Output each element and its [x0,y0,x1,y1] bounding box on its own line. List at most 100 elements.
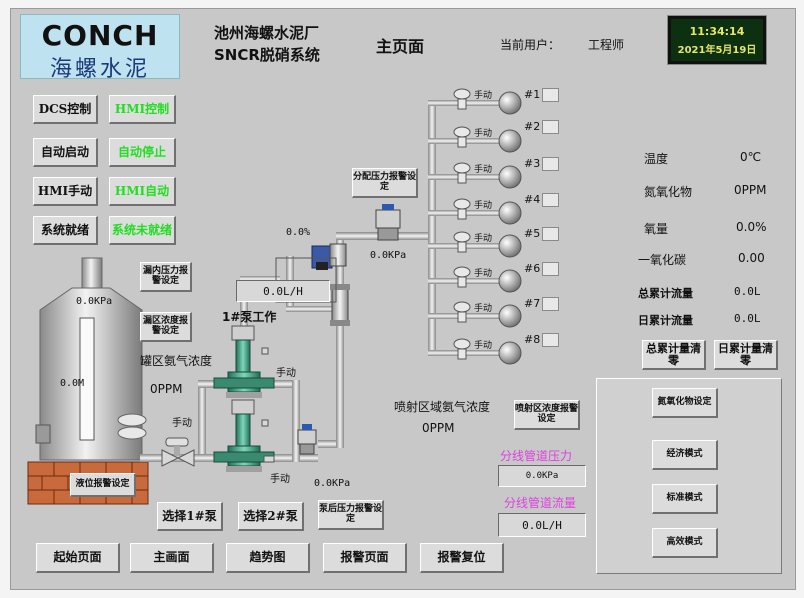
high-efficiency-mode-button[interactable]: 高效模式 [652,528,718,558]
nav-alarm-reset-button[interactable]: 报警复位 [420,543,504,573]
branch-label-4: #4 [524,193,541,206]
tank-nozzle [117,413,147,427]
branch-manual-7: 手动 [474,304,493,314]
branch-label-8: #8 [524,333,541,346]
branch-label-7: #7 [524,297,541,310]
branch-indicator-8 [542,333,559,347]
temperature-label: 温度 [644,152,669,166]
co-value: 0.00 [738,251,765,265]
line-pressure-label: 分线管道压力 [500,449,573,463]
branch-indicator-5 [542,227,559,241]
tank-level-window [79,317,95,441]
total-flow-value: 0.0L [734,285,761,298]
branch-indicator-6 [542,262,559,276]
co-label: 一氧化碳 [638,253,687,267]
logo-subtext: 海螺水泥 [49,57,150,82]
distribution-pressure-alarm-button[interactable]: 分配压力报警设定 [352,168,418,198]
nav-alarm-page-button[interactable]: 报警页面 [323,543,407,573]
hmi-auto-button[interactable]: HMI自动 [109,177,176,206]
branch-manual-5: 手动 [474,234,493,244]
pump-manual-label-2: 手动 [270,474,290,485]
level-alarm-button[interactable]: 液位报警设定 [70,473,136,497]
tank-chimney [81,257,103,289]
top-percent: 0.0% [286,227,311,238]
tank-nozzle [117,426,147,440]
daily-flow-label: 日累计流量 [638,314,693,327]
post-pressure-alarm-button[interactable]: 泵后压力报警设定 [318,500,384,530]
temperature-value: 0℃ [740,150,762,164]
current-user-name: 工程师 [588,38,625,52]
nav-main-screen-button[interactable]: 主画面 [130,543,214,573]
distribution-instrument [375,204,401,241]
pump-1 [213,325,275,398]
clock-date: 2021年5月19日 [677,45,757,56]
pump-manual-label: 手动 [276,368,296,379]
nox-setpoint-button[interactable]: 氮氧化物设定 [652,388,718,418]
hmi-control-button[interactable]: HMI控制 [109,95,176,124]
auto-start-button[interactable]: 自动启动 [33,138,98,167]
oxygen-label: 氧量 [644,222,669,236]
area-conc-label: 罐区氨气浓度 [140,354,213,368]
line-flow-label: 分线管道流量 [504,496,577,510]
system-ready-button[interactable]: 系统就绪 [33,216,98,245]
tank-outlet-valve [161,437,195,467]
valve-manual-label: 手动 [172,418,192,429]
storage-tank [35,257,147,461]
branch-label-5: #5 [524,227,541,240]
flow-instrument [330,284,350,326]
daily-flow-reset-button[interactable]: 日累计量清零 [714,340,778,370]
page-title: 主页面 [376,37,425,56]
discharge-instrument [297,424,317,455]
system-name: SNCR脱硝系统 [214,46,320,64]
tank-level: 0.0M [60,378,85,389]
plant-name: 池州海螺水泥厂 [214,24,320,42]
logo-text: CONCH [41,19,159,52]
standard-mode-button[interactable]: 标准模式 [652,484,718,514]
total-flow-label: 总累计流量 [638,287,693,300]
spray-conc-label: 喷射区域氨气浓度 [394,400,491,414]
select-pump-1-button[interactable]: 选择1#泵 [157,502,223,531]
clock-time: 11:34:14 [689,25,745,38]
total-flow-reset-button[interactable]: 总累计量清零 [642,340,706,370]
auto-stop-button[interactable]: 自动停止 [109,138,176,167]
branch-indicator-4 [542,193,559,207]
dcs-control-button[interactable]: DCS控制 [33,95,98,124]
pump-2 [213,399,275,472]
branch-manual-6: 手动 [474,269,493,279]
select-pump-2-button[interactable]: 选择2#泵 [238,502,304,531]
area-conc-alarm-button[interactable]: 漏区浓度报警设定 [140,312,192,342]
system-not-ready-button[interactable]: 系统未就绪 [109,216,176,245]
nox-value: 0PPM [734,183,767,197]
control-valve [311,243,347,270]
branch-label-1: #1 [524,88,541,101]
branch-valves [453,88,471,360]
branch-manual-8: 手动 [474,341,493,351]
inner-pressure-alarm-button[interactable]: 漏内压力报警设定 [140,262,192,292]
branch-label-3: #3 [524,157,541,170]
line-flow-display: 0.0L/H [498,513,586,537]
branch-indicator-3 [542,157,559,171]
daily-flow-value: 0.0L [734,312,761,325]
tank-side-port [35,424,51,444]
branch-indicator-2 [542,120,559,134]
branch-label-2: #2 [524,120,541,133]
distribution-pressure-value: 0.0KPa [370,250,407,261]
pump-valves [261,347,275,463]
area-conc-value: 0PPM [150,382,183,396]
tank-pressure: 0.0KPa [76,296,113,307]
economy-mode-button[interactable]: 经济模式 [652,440,718,470]
branch-indicator-7 [542,297,559,311]
spray-conc-alarm-button[interactable]: 喷射区浓度报警设定 [514,400,580,430]
branch-manual-3: 手动 [474,165,493,175]
branch-indicator-1 [542,88,559,102]
nox-label: 氮氧化物 [644,185,693,199]
clock: 11:34:14 2021年5月19日 [667,15,767,65]
nav-start-page-button[interactable]: 起始页面 [36,543,120,573]
branch-label-6: #6 [524,262,541,275]
hmi-manual-button[interactable]: HMI手动 [33,177,98,206]
oxygen-value: 0.0% [736,220,767,234]
line-pressure-display: 0.0KPa [498,465,586,487]
nav-trend-button[interactable]: 趋势图 [226,543,310,573]
pump-status: 1#泵工作 [222,310,277,324]
